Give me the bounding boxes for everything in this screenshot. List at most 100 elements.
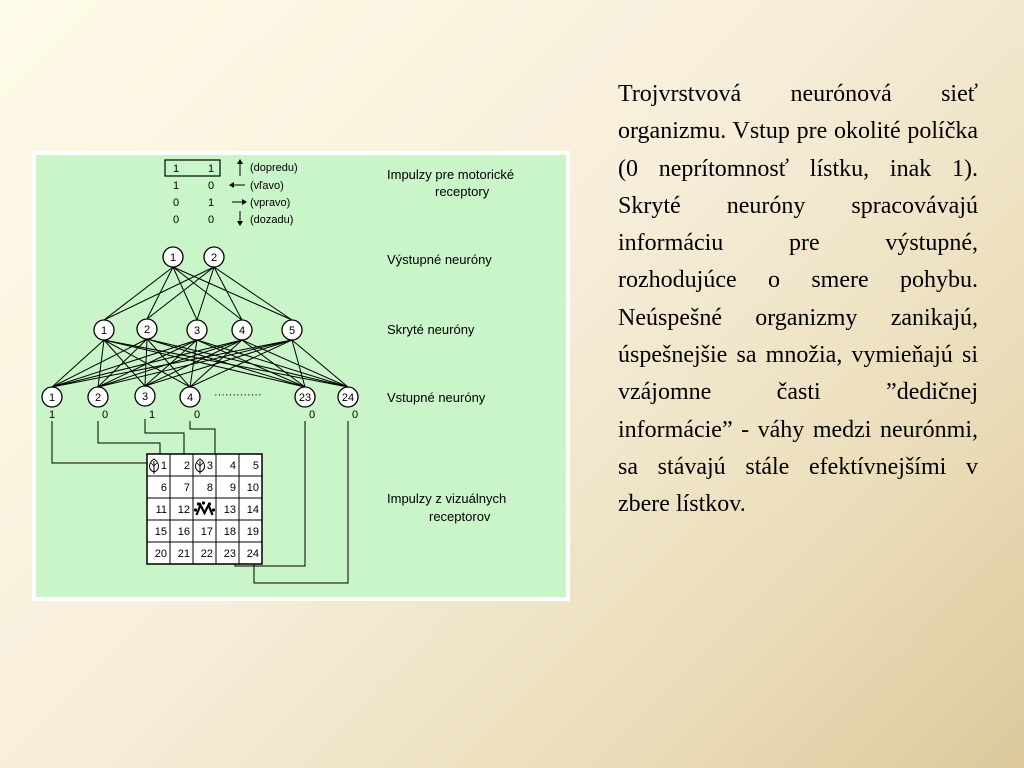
- grid-cell-19: 19: [247, 526, 259, 538]
- connection-hidden-1-output-2: [103, 266, 215, 321]
- label-input-neurons: Vstupné neuróny: [387, 390, 486, 405]
- input-neuron-1-circle: [41, 386, 63, 408]
- connection-hidden-3-output-2: [196, 266, 215, 321]
- connection-input-6-hidden-5: [291, 339, 349, 388]
- output-code-box: [164, 159, 221, 177]
- connection-input-5-hidden-1: [103, 339, 306, 388]
- grid-cell-20: 20: [155, 548, 167, 560]
- output-neuron-2-circle: [203, 246, 225, 268]
- left-arrow-icon: [229, 182, 245, 188]
- hidden-neuron-3-circle: [186, 319, 208, 341]
- input-neuron-4-circle: [179, 386, 201, 408]
- connection-hidden-2-output-2: [146, 266, 215, 320]
- wire-input-1: [51, 421, 147, 464]
- hidden-neuron-3-label: 3: [194, 325, 200, 337]
- input-neuron-3-circle: [134, 385, 156, 407]
- wire-input-23: [234, 421, 306, 567]
- label-output-neurons: Výstupné neuróny: [387, 252, 492, 267]
- leaf-vein-right: [153, 462, 158, 467]
- grid-cell-17: 17: [201, 526, 213, 538]
- code-row2-bit1: 0: [173, 197, 179, 209]
- connection-input-6-hidden-3: [196, 339, 349, 388]
- code-row1-bit1: 1: [173, 180, 179, 192]
- grid-cell-5: 5: [253, 460, 259, 472]
- grid-cell-6: 6: [161, 482, 167, 494]
- hidden-neuron-5-circle: [281, 319, 303, 341]
- grid-cell-18: 18: [224, 526, 236, 538]
- leaf-vein-right: [199, 462, 204, 467]
- label-visual-line2: receptorov: [429, 509, 491, 524]
- grid-cell-22: 22: [201, 548, 213, 560]
- connection-input-4-hidden-2: [146, 338, 191, 388]
- grid-cell-7: 7: [184, 482, 190, 494]
- label-motor-line2: receptory: [435, 184, 490, 199]
- input-value-4: 0: [194, 409, 200, 421]
- input-neuron-24-circle: [337, 386, 359, 408]
- grid-frame: [146, 453, 263, 565]
- neural-network-figure: 1 1 (dopredu) 1 0 (vľavo) 0 1 (vpravo) 0: [32, 151, 570, 601]
- organism-dot-5: [211, 508, 216, 512]
- code-row1-bit2: 0: [208, 180, 214, 192]
- connection-hidden-5-output-1: [172, 266, 293, 321]
- wire-input-3: [144, 419, 185, 454]
- code-boxed-bit-2: 1: [208, 163, 214, 175]
- grid-cell-9: 9: [230, 482, 236, 494]
- connection-input-4-hidden-1: [103, 339, 191, 388]
- hidden-neuron-4-circle: [231, 319, 253, 341]
- code-label-vlavo: (vľavo): [250, 180, 284, 192]
- output-neuron-2: 2: [203, 246, 225, 268]
- input-value-2: 0: [102, 409, 108, 421]
- right-arrow-icon: [232, 199, 247, 205]
- connection-input-5-hidden-5: [291, 339, 306, 388]
- input-neuron-24: 24: [337, 386, 359, 408]
- grid-cell-15: 15: [155, 526, 167, 538]
- organism-icon: [193, 501, 216, 516]
- input-neuron-4: 4: [179, 386, 201, 408]
- connection-input-6-hidden-2: [146, 338, 349, 388]
- input-neuron-23: 23: [294, 386, 316, 408]
- wire-input-2: [97, 421, 161, 454]
- input-neuron-1: 1: [41, 386, 63, 408]
- grid-cell-12: 12: [178, 504, 190, 516]
- receptor-wires: [51, 419, 349, 584]
- hidden-neuron-3: 3: [186, 319, 208, 341]
- grid-cell-16: 16: [178, 526, 190, 538]
- input-neuron-2: 2: [87, 386, 109, 408]
- input-value-24: 0: [352, 409, 358, 421]
- output-neuron-1: 1: [162, 246, 184, 268]
- grid-cell-2: 2: [184, 460, 190, 472]
- hidden-neuron-2-circle: [136, 318, 158, 340]
- leaf-vein-left: [150, 462, 155, 467]
- grid-cell-11: 11: [156, 504, 167, 516]
- hidden-neuron-1: 1: [93, 319, 115, 341]
- code-row3-bit2: 0: [208, 214, 214, 226]
- connection-hidden-5-output-2: [213, 266, 293, 321]
- leaf-icon: [149, 458, 159, 474]
- input-value-23: 0: [309, 409, 315, 421]
- code-row3-bit1: 0: [173, 214, 179, 226]
- hidden-neuron-1-label: 1: [101, 325, 107, 337]
- grid-cell-21: 21: [178, 548, 190, 560]
- connection-input-3-hidden-5: [144, 339, 293, 387]
- label-motor-line1: Impulzy pre motorické: [387, 167, 514, 182]
- code-label-dopredu: (dopredu): [250, 162, 298, 174]
- input-value-3: 1: [149, 409, 155, 421]
- connection-input-4-hidden-3: [189, 339, 198, 388]
- organism-dot-2: [201, 501, 206, 505]
- input-neuron-23-label: 23: [299, 392, 311, 404]
- organism-dot-3: [207, 502, 212, 506]
- grid-cell-10: 10: [247, 482, 259, 494]
- connection-input-2-hidden-1: [97, 339, 105, 388]
- leaf-icon: [195, 458, 205, 474]
- connection-hidden-3-output-1: [172, 266, 198, 321]
- input-neuron-2-circle: [87, 386, 109, 408]
- layer-labels: Impulzy pre motorické receptory Výstupné…: [387, 167, 514, 524]
- input-neuron-23-circle: [294, 386, 316, 408]
- grid-cell-1: 1: [161, 460, 167, 472]
- description-text: Trojvrstvová neurónová sieť organizmu. V…: [618, 81, 978, 518]
- connection-hidden-1-output-1: [103, 266, 174, 321]
- connection-input-1-hidden-2: [51, 338, 148, 388]
- code-boxed-bit-1: 1: [173, 163, 179, 175]
